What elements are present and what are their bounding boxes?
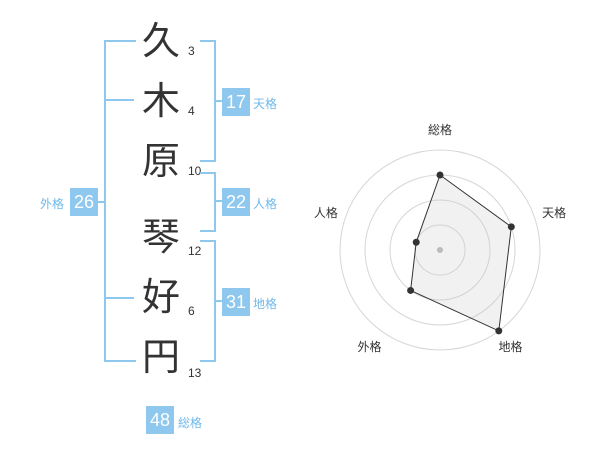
- soukaku-label: 総格: [178, 416, 203, 430]
- name-char-6: 円: [141, 335, 180, 379]
- chikaku-label: 地格: [253, 297, 278, 311]
- radar-axis-label: 人格: [314, 205, 338, 220]
- jinkaku-connector: [214, 200, 222, 202]
- stroke-count-3: 10: [188, 164, 202, 178]
- radar-center-dot: [437, 247, 443, 253]
- chikaku-score: 31: [222, 288, 250, 316]
- stroke-count-2: 4: [188, 104, 195, 118]
- radar-axis-label: 地格: [498, 339, 522, 354]
- tenkaku-score: 17: [222, 88, 250, 116]
- radar-point: [495, 327, 503, 335]
- radar-value-polygon: [410, 174, 512, 332]
- tenkaku-connector: [214, 100, 222, 102]
- radar-point: [507, 223, 515, 231]
- stroke-count-4: 12: [188, 244, 202, 258]
- name-char-3: 原: [141, 139, 180, 183]
- jinkaku-label: 人格: [253, 197, 278, 211]
- stroke-count-5: 6: [188, 304, 195, 318]
- gaikaku-bracket-tick: [104, 297, 134, 299]
- stroke-count-6: 13: [188, 366, 202, 380]
- name-char-4: 琴: [141, 215, 180, 259]
- radar-grid-circle: [389, 199, 491, 301]
- jinkaku-score: 22: [222, 188, 250, 216]
- radar-point: [436, 171, 444, 179]
- radar-grid-circle: [339, 149, 541, 351]
- radar-axis-label: 総格: [428, 122, 452, 137]
- radar-axis-label: 天格: [542, 205, 566, 220]
- gaikaku-label: 外格: [40, 197, 65, 211]
- gaikaku-score: 26: [70, 188, 98, 216]
- chikaku-connector: [214, 300, 222, 302]
- gaikaku-connector: [98, 201, 106, 203]
- name-char-2: 木: [141, 79, 180, 123]
- tenkaku-label: 天格: [253, 97, 278, 111]
- radar-point: [407, 286, 415, 294]
- radar-point: [412, 238, 420, 246]
- radar-axis-label: 外格: [357, 339, 381, 354]
- name-char-1: 久: [141, 19, 180, 63]
- name-char-5: 好: [141, 275, 180, 319]
- jinkaku-bracket: [200, 172, 216, 232]
- gaikaku-bracket-tick: [104, 99, 134, 101]
- soukaku-score: 48: [146, 406, 174, 434]
- stroke-count-1: 3: [188, 44, 195, 58]
